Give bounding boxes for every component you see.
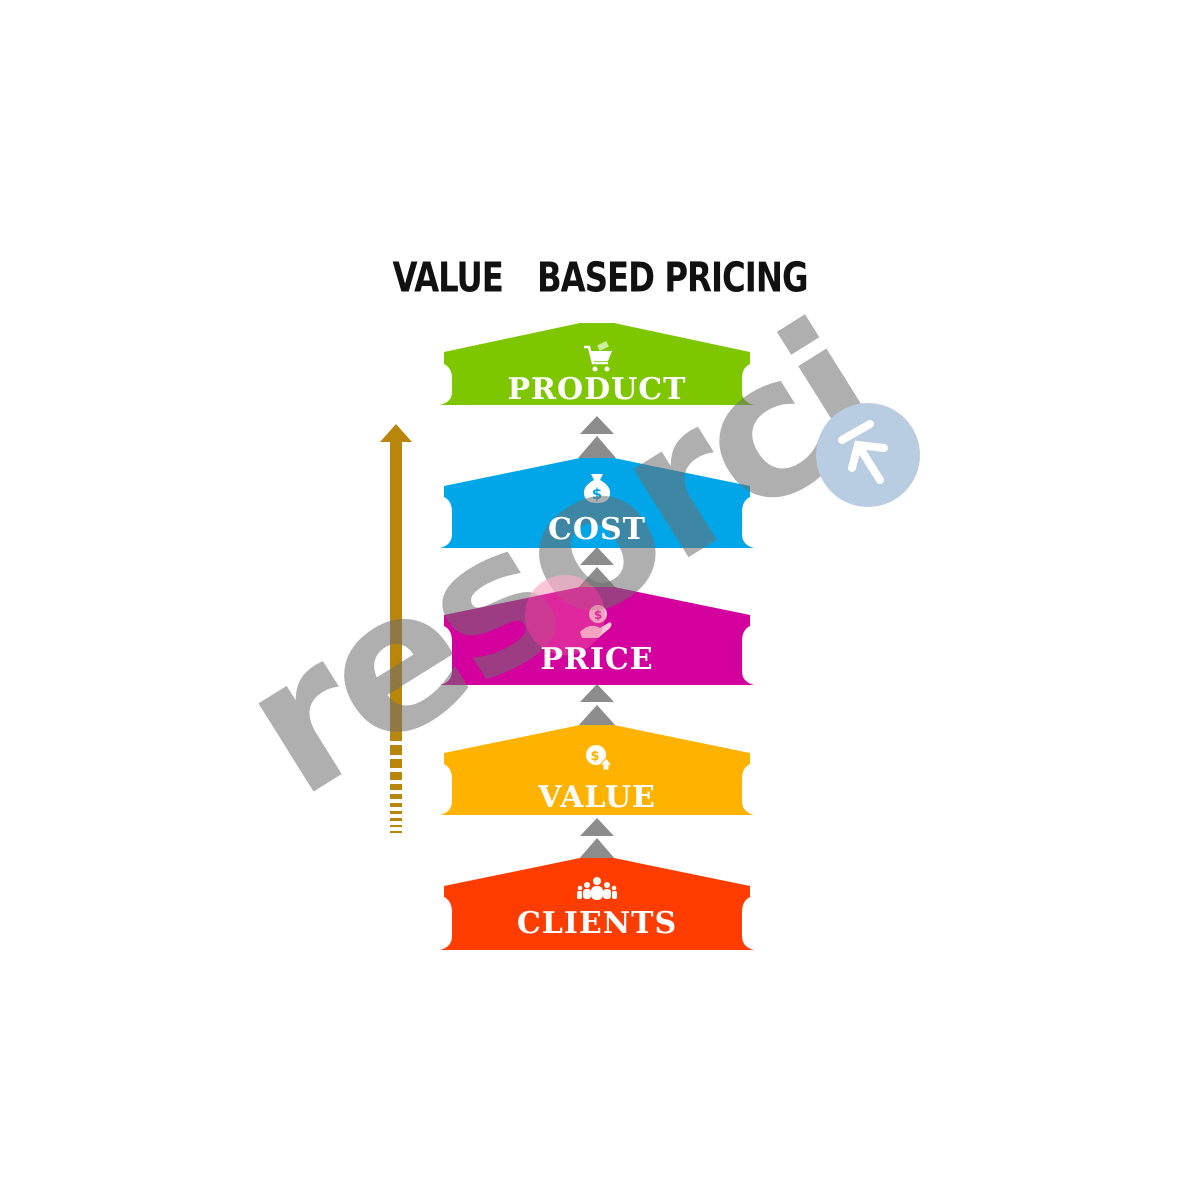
tier-clients-shape <box>440 858 754 950</box>
tier-label-clients: CLIENTS <box>516 906 678 941</box>
watermark-badge-icon <box>816 403 920 507</box>
svg-text:$: $ <box>592 485 602 503</box>
svg-text:$: $ <box>590 749 599 764</box>
tier-value-shape <box>440 725 754 815</box>
connectors <box>578 416 616 860</box>
tier-label-price: PRICE <box>540 642 654 677</box>
svg-text:$: $ <box>594 608 602 622</box>
arrow-head-icon <box>380 424 412 442</box>
shopping-cart-icon <box>584 341 612 372</box>
hand-holding-coin-icon: $ <box>580 605 612 638</box>
diagram-title: VALUE BASED PRICING <box>0 255 1200 302</box>
connector-value-clients <box>578 818 616 860</box>
people-group-icon <box>577 877 617 900</box>
title-part-value: VALUE <box>392 254 503 303</box>
money-bag-icon: $ <box>583 474 611 503</box>
progress-arrow <box>380 424 412 833</box>
tier-label-value: VALUE <box>538 780 656 815</box>
connector-cost-price <box>578 547 616 588</box>
title-part-based-pricing: BASED PRICING <box>536 254 809 303</box>
tier-label-cost: COST <box>548 512 646 547</box>
tier-label-product: PRODUCT <box>507 372 687 407</box>
connector-price-value <box>578 684 616 726</box>
coin-up-arrow-icon: $ <box>586 745 614 771</box>
connector-product-cost <box>578 416 616 458</box>
